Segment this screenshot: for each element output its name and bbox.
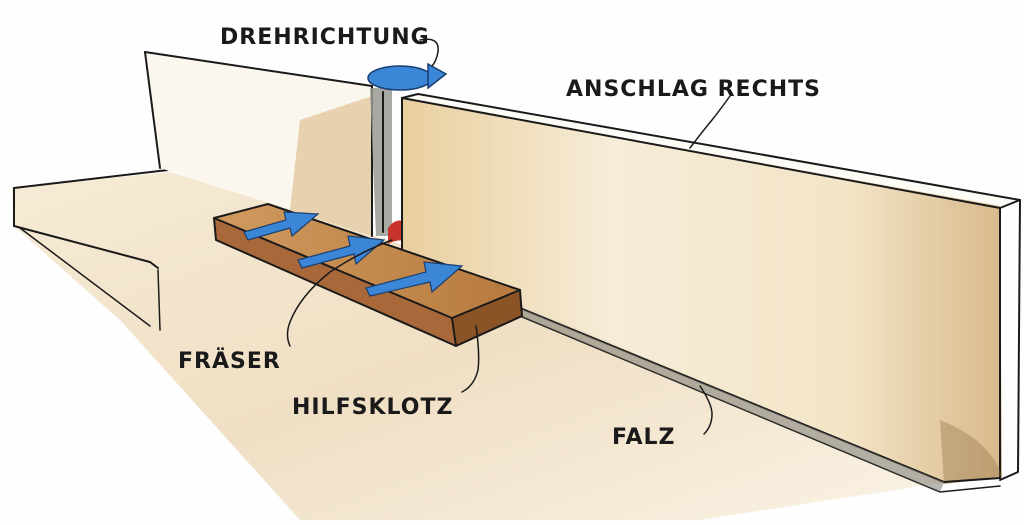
label-fence-right: ANSCHLAG RECHTS: [566, 77, 821, 102]
leader-cutter: [286, 239, 393, 347]
right-arrow-icon: [297, 235, 386, 269]
label-rebate: FALZ: [612, 425, 676, 450]
curved-arrow-icon: [367, 65, 433, 91]
leader-fence-right: [689, 95, 731, 149]
rotation-arrow: [367, 62, 448, 91]
feed-arrows: [243, 211, 464, 297]
leader-rotation: [419, 38, 439, 67]
label-auxiliary-block: HILFSKLOTZ: [292, 395, 453, 420]
leader-lines: [286, 38, 731, 435]
rebate-groove: [519, 307, 1001, 493]
auxiliary-block: [213, 203, 523, 347]
right-arrow-icon: [365, 261, 464, 297]
label-cutter: FRÄSER: [178, 348, 281, 374]
label-rotation: DREHRICHTUNG: [220, 25, 430, 50]
leader-rebate: [699, 385, 713, 435]
fence-right: [401, 93, 1021, 484]
leader-block: [461, 325, 480, 393]
table-surface: [12, 169, 960, 520]
right-arrow-icon: [243, 211, 320, 241]
